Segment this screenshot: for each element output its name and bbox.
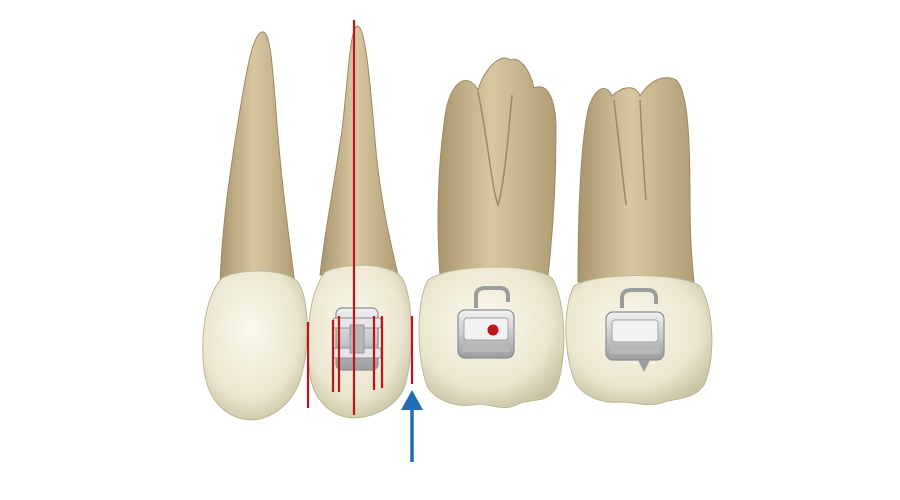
second-molar-roots [577, 77, 695, 283]
first-molar-tube [457, 286, 515, 359]
premolar-tooth [307, 25, 412, 419]
second-molar-furcation [613, 99, 647, 206]
arrow-up-icon [401, 390, 423, 410]
first-molar-furcation [477, 91, 513, 208]
canine-root [219, 31, 296, 286]
blue-arrow-indicator [401, 390, 423, 462]
canine-crown [202, 270, 308, 421]
premolar-root [319, 25, 399, 276]
canine-tooth [202, 31, 308, 421]
first-molar-tooth [418, 57, 565, 409]
reference-dot [487, 324, 499, 336]
second-molar-tube [605, 288, 665, 372]
first-molar-roots [437, 57, 557, 276]
red-reference-lines [306, 20, 414, 415]
second-molar-tooth [565, 77, 713, 406]
